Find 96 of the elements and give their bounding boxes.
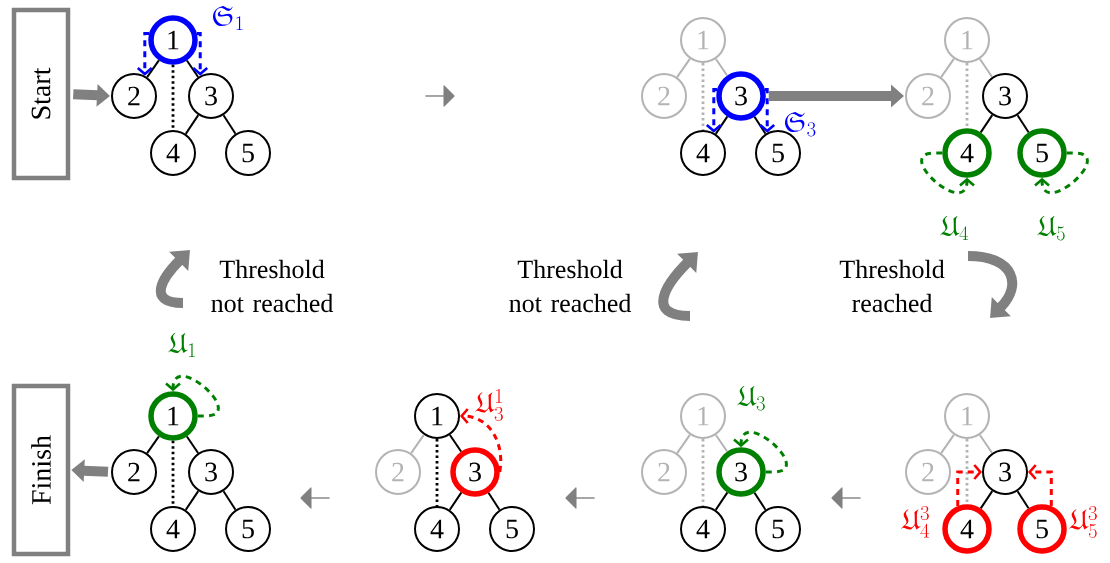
tree-edge	[676, 57, 691, 79]
tree-node: 4	[150, 506, 196, 552]
tree-edge	[979, 114, 994, 134]
tree-edge	[965, 439, 969, 505]
tree-node: 2	[905, 449, 951, 495]
threshold-label: Threshold not reached	[211, 259, 334, 313]
tree-edge	[940, 57, 955, 79]
tree-edge	[146, 435, 160, 455]
tree-edge	[435, 439, 439, 506]
tree-edge	[714, 434, 729, 453]
tree-node: 5	[225, 130, 271, 176]
tree-edge	[184, 114, 200, 135]
tree-edge	[979, 490, 994, 510]
tree-edge	[1016, 490, 1030, 510]
dashed-arrow	[759, 88, 776, 133]
tree-node: 3	[982, 73, 1028, 119]
tree-node: 3	[188, 449, 234, 495]
tree-edge	[714, 115, 729, 135]
tree-edge	[965, 63, 969, 129]
tree-node: 2	[375, 449, 421, 495]
tree-node: 1	[414, 393, 460, 439]
tree-edge	[1016, 114, 1030, 134]
tree-node: 1	[680, 17, 726, 63]
tree-edge	[701, 63, 705, 130]
dashed-arrow	[733, 430, 788, 474]
tree-edge	[448, 434, 463, 453]
dashed-arrow	[1034, 151, 1089, 195]
math-label: $\mathfrak{U}_5$	[1037, 215, 1065, 241]
tree-edge	[978, 58, 994, 78]
threshold-label: Threshold not reached	[509, 259, 632, 313]
dashed-arrow	[920, 151, 975, 195]
tree-edge	[146, 59, 160, 79]
step-arrow	[300, 487, 330, 509]
dashed-arrow	[1028, 464, 1053, 507]
tree-node: 3	[716, 447, 766, 497]
tree-node: 4	[942, 128, 992, 178]
tree-edge	[940, 433, 955, 455]
tree-edge	[701, 439, 705, 506]
tree-edge	[222, 490, 237, 511]
dashed-arrow	[192, 32, 209, 76]
tree-node: 1	[680, 393, 726, 439]
tree-edge	[753, 491, 767, 511]
dashed-arrow	[460, 408, 503, 473]
step-arrow	[425, 85, 455, 107]
tree-node: 2	[111, 449, 157, 495]
tree-node: 5	[225, 506, 271, 552]
math-label: $\mathfrak{U}_4^3$	[901, 506, 930, 538]
tree-node: 3	[982, 449, 1028, 495]
tree-edge	[171, 440, 175, 506]
tree-edge	[184, 490, 200, 511]
math-label: $\mathfrak{S}_1$	[212, 6, 243, 31]
tree-edge	[448, 491, 463, 511]
tree-edge	[753, 115, 767, 135]
tree-edge	[185, 59, 200, 78]
tree-node: 4	[680, 506, 726, 552]
dashed-arrow	[956, 464, 982, 507]
tree-node: 3	[188, 73, 234, 119]
tree-node: 5	[1017, 504, 1067, 554]
tree-node: 1	[148, 391, 198, 441]
step-arrow	[565, 487, 595, 509]
dashed-arrow	[136, 32, 153, 76]
tree-node: 4	[414, 506, 460, 552]
tree-node: 5	[755, 506, 801, 552]
tree-edge	[410, 433, 425, 455]
step-box: Finish	[11, 383, 71, 557]
tree-edge	[676, 433, 691, 455]
step-box: Start	[11, 7, 71, 181]
threshold-label: Threshold reached	[839, 259, 945, 313]
tree-edge	[185, 435, 200, 454]
tree-node: 1	[944, 393, 990, 439]
tree-node: 2	[905, 73, 951, 119]
tree-node: 4	[942, 504, 992, 554]
math-label: $\mathfrak{U}_3^1$	[475, 389, 503, 421]
step-arrow	[831, 487, 861, 509]
math-label: $\mathfrak{U}_3$	[737, 385, 765, 411]
tree-node: 3	[716, 71, 766, 121]
tree-edge	[487, 491, 501, 511]
tree-node: 5	[489, 506, 535, 552]
tree-node: 5	[1017, 128, 1067, 178]
math-label: $\mathfrak{U}_1$	[168, 332, 195, 358]
tree-node: 1	[944, 17, 990, 63]
dashed-arrow	[165, 374, 220, 418]
tree-node: 2	[641, 73, 687, 119]
dashed-arrow	[705, 88, 722, 133]
tree-node: 2	[641, 449, 687, 495]
math-label: $\mathfrak{U}_4$	[940, 215, 969, 241]
tree-node: 2	[111, 73, 157, 119]
tree-node: 4	[150, 130, 196, 176]
tree-node: 1	[148, 15, 198, 65]
tree-edge	[171, 64, 175, 130]
tree-edge	[978, 434, 994, 454]
tree-node: 3	[450, 447, 500, 497]
tree-edge	[714, 58, 729, 77]
tree-node: 4	[680, 130, 726, 176]
tree-edge	[714, 491, 729, 511]
tree-edge	[222, 114, 237, 135]
